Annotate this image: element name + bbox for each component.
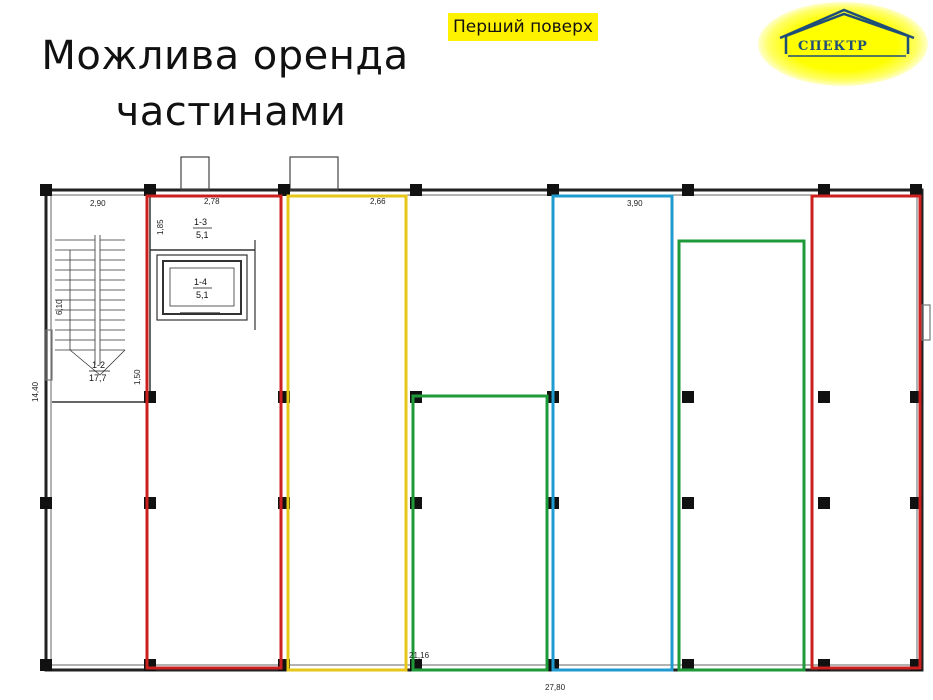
structural-columns (40, 184, 922, 671)
column (682, 391, 694, 403)
room-1-4-number: 1-4 (194, 277, 207, 287)
dim-bottom-total: 27,80 (545, 683, 566, 692)
dim-top-left: 2,90 (90, 199, 106, 208)
room-1-2-area: 17,7 (89, 373, 107, 383)
room-1-3-number: 1-3 (194, 217, 207, 227)
room-1-2-number: 1-2 (92, 360, 105, 370)
column (410, 184, 422, 196)
logo-text: СПЕКТР (798, 39, 868, 54)
column (682, 184, 694, 196)
column (818, 184, 830, 196)
column (682, 497, 694, 509)
room-1-3-area: 5,1 (196, 230, 209, 240)
column (682, 659, 694, 671)
dim-top-b: 2,66 (370, 197, 386, 206)
floor-plan: 2,90 2,78 2,66 3,90 1,85 1,50 14,40 6,10… (31, 156, 931, 692)
dim-bottom-mid: 21,16 (409, 651, 430, 660)
column (40, 659, 52, 671)
house-roof-logo-icon (779, 8, 915, 57)
dim-stair-label: 6,10 (55, 299, 64, 315)
column (910, 184, 922, 196)
title-line-2: частинами (115, 89, 347, 135)
zone-yellow (286, 194, 408, 672)
lift-block (150, 240, 256, 330)
page-title: Можлива оренда частинами (0, 28, 450, 140)
dimension-labels: 2,90 2,78 2,66 3,90 1,85 1,50 14,40 6,10… (31, 197, 643, 692)
dim-top-a: 2,78 (204, 197, 220, 206)
title-line-1: Можлива оренда (41, 33, 409, 79)
wall-projections (45, 156, 931, 381)
rental-zones (145, 194, 922, 672)
floor-badge: Перший поверх (448, 13, 598, 41)
column (278, 184, 290, 196)
room-1-4-area: 5,1 (196, 290, 209, 300)
column (818, 391, 830, 403)
zone-red-left (145, 194, 283, 670)
column (818, 497, 830, 509)
zone-green-left (411, 394, 549, 672)
company-logo: СПЕКТР (758, 2, 928, 86)
dim-stair-h: 1,50 (133, 369, 142, 385)
column (144, 184, 156, 196)
zone-blue (551, 194, 674, 672)
column (547, 184, 559, 196)
dim-stair-v: 1,85 (156, 219, 165, 235)
room-labels: 1-3 5,1 1-4 5,1 1-2 17,7 (89, 217, 212, 383)
staircase (52, 195, 151, 403)
zone-red-right (810, 194, 922, 670)
column (40, 497, 52, 509)
zone-green-right (677, 239, 806, 672)
column (40, 184, 52, 196)
dim-top-c: 3,90 (627, 199, 643, 208)
dim-left-total: 14,40 (31, 381, 40, 402)
